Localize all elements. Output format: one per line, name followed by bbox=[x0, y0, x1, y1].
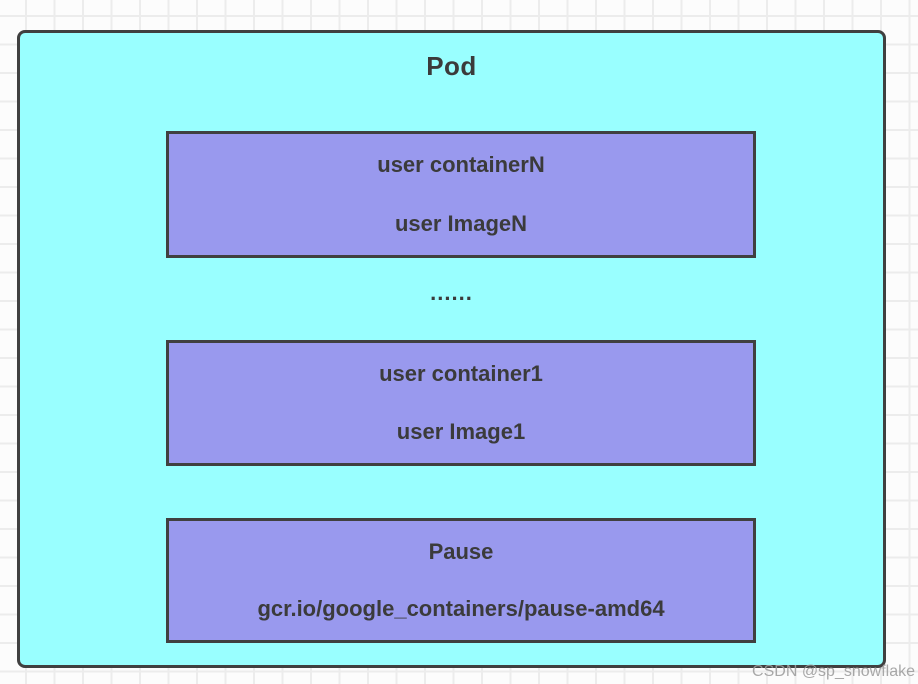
pause-container-box: Pause gcr.io/google_containers/pause-amd… bbox=[166, 518, 756, 643]
ellipsis-dots: ...... bbox=[430, 280, 473, 305]
container-box-1: user container1 user Image1 bbox=[166, 340, 756, 466]
container-box-n: user containerN user ImageN bbox=[166, 131, 756, 258]
pod-title: Pod bbox=[426, 51, 477, 81]
pause-container-image: gcr.io/google_containers/pause-amd64 bbox=[257, 596, 665, 621]
container-n-name: user containerN bbox=[377, 152, 545, 177]
container-n-image: user ImageN bbox=[394, 211, 528, 236]
container-1-name: user container1 bbox=[379, 361, 543, 386]
watermark: CSDN @sp_snowflake bbox=[752, 663, 915, 680]
container-1-image: user Image1 bbox=[396, 419, 526, 444]
pause-container-name: Pause bbox=[428, 539, 494, 564]
pod-box: Pod user containerN user ImageN ...... u… bbox=[17, 30, 886, 668]
